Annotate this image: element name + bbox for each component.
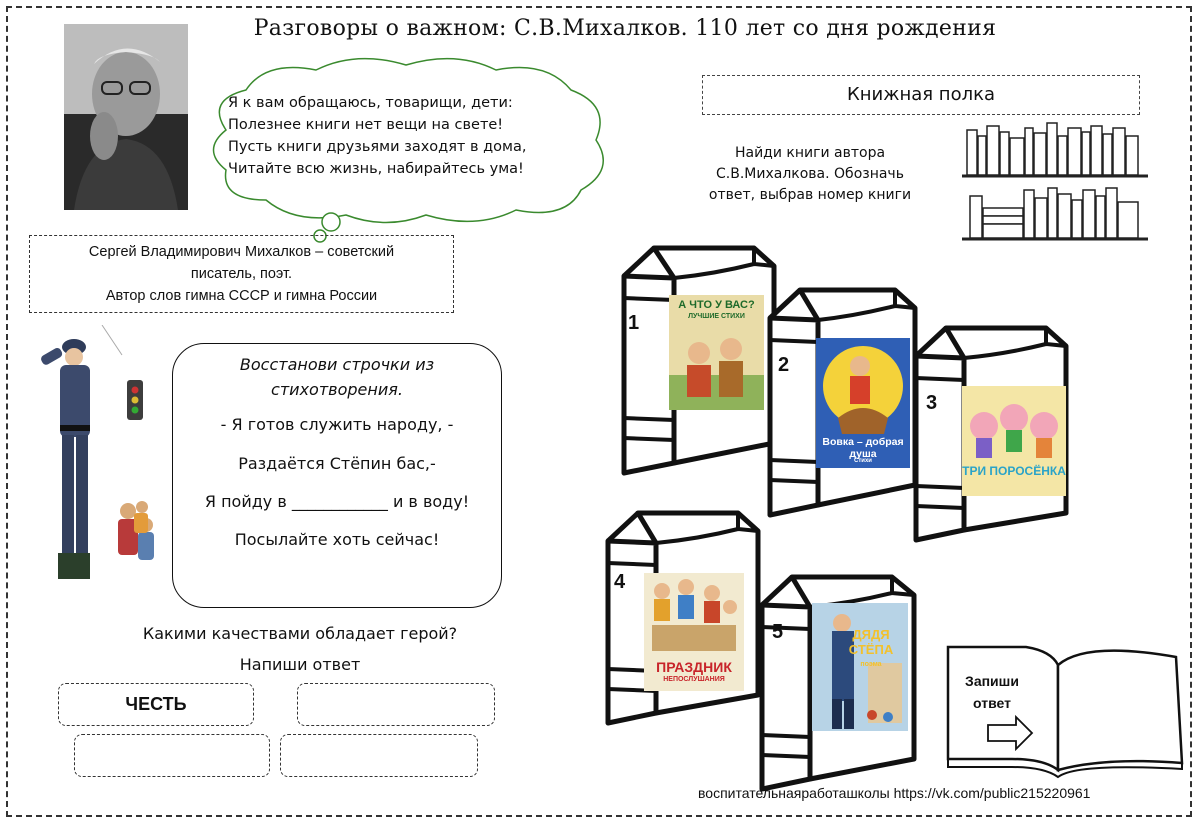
bio-line: писатель, поэт. (190, 266, 293, 282)
answer-box[interactable] (297, 683, 495, 726)
poem-line: Посылайте хоть сейчас! (234, 530, 440, 549)
task-line: С.В.Михалкова. Обозначь (716, 166, 904, 182)
bio-line: Автор слов гимна СССР и гимна России (105, 288, 378, 304)
cover-title: ДЯДЯ СТЁПА (848, 627, 894, 657)
answer-box[interactable] (74, 734, 270, 777)
cover-subtitle: Стихи (854, 458, 872, 464)
book-3[interactable]: 3 ТРИ ПОРОСЁНКА (906, 318, 1071, 548)
book-2[interactable]: 2 Вовка – добрая душа Стихи (760, 280, 920, 525)
book-number: 4 (614, 571, 626, 593)
book-1[interactable]: 1 А ЧТО У ВАС? ЛУЧШИЕ СТИХИ (614, 238, 779, 483)
page-border (6, 6, 1192, 817)
bookshelf-title: Книжная полка (702, 75, 1140, 115)
quote-line: Полезнее книги нет вещи на свете! (228, 117, 504, 133)
page-title: Разговоры о важном: С.В.Михалков. 110 ле… (253, 16, 997, 41)
qualities-question: Какими качествами обладает герой? (142, 624, 458, 643)
poem-exercise: Восстанови строчки из стихотворения. - Я… (172, 343, 502, 608)
cover-title: ТРИ ПОРОСЁНКА (962, 464, 1066, 478)
cover-illustration (652, 579, 737, 651)
book-cover: Вовка – добрая душа Стихи (816, 338, 910, 468)
label-line: Запиши (965, 673, 1019, 689)
cover-subtitle: НЕПОСЛУШАНИЯ (663, 676, 725, 683)
label-line: ответ (973, 695, 1011, 711)
quote-text: Я к вам обращаюсь, товарищи, дети: Полез… (228, 92, 588, 180)
cover-title: ПРАЗДНИК (656, 659, 732, 675)
bio-line: Сергей Владимирович Михалков – советский (88, 244, 395, 260)
author-bio: Сергей Владимирович Михалков – советский… (29, 235, 454, 313)
book-number: 1 (628, 312, 640, 334)
cover-illustration (970, 404, 1058, 458)
cover-subtitle: ЛУЧШИЕ СТИХИ (688, 313, 745, 320)
poem-line: - Я готов служить народу, - (220, 415, 454, 434)
poem-line: Раздаётся Стёпин бас,- (238, 454, 436, 473)
answer-box[interactable] (280, 734, 478, 777)
write-answer-label: Запиши ответ (962, 670, 1022, 714)
book-number: 3 (926, 392, 938, 414)
cover-illustration (832, 614, 902, 729)
poem-line-with-blank[interactable]: Я пойду в ____________ и в воду! (204, 492, 470, 511)
author-portrait (64, 24, 188, 210)
cover-illustration (823, 346, 903, 434)
cover-title: А ЧТО У ВАС? (678, 299, 755, 311)
bookshelf-icon (962, 122, 1148, 241)
book-cover: А ЧТО У ВАС? ЛУЧШИЕ СТИХИ (669, 295, 764, 410)
thought-cloud (212, 57, 604, 243)
uncle-styopa-illustration (41, 325, 154, 579)
answer-box[interactable]: ЧЕСТЬ (58, 683, 254, 726)
book-number: 2 (778, 354, 790, 376)
instruction-line: стихотворения. (271, 380, 403, 399)
book-number: 5 (772, 621, 784, 643)
book-cover: ДЯДЯ СТЁПА поэма (812, 603, 908, 731)
open-book-icon (946, 645, 1184, 779)
write-answer-instruction: Напиши ответ (239, 655, 361, 674)
book-4[interactable]: 4 ПРАЗДНИК НЕПОСЛУШАНИЯ (598, 503, 763, 733)
task-line: Найди книги автора (734, 145, 886, 161)
poem-instruction: Восстанови строчки из стихотворения. (173, 352, 501, 402)
task-line: ответ, выбрав номер книги (708, 187, 912, 203)
instruction-line: Восстанови строчки из (239, 355, 435, 374)
cover-illustration (669, 338, 764, 410)
book-cover: ТРИ ПОРОСЁНКА (962, 386, 1066, 496)
quote-line: Читайте всю жизнь, набирайтесь ума! (228, 161, 524, 177)
cover-subtitle: поэма (860, 661, 882, 668)
cover-title: Вовка – добрая душа (822, 436, 904, 460)
book-cover: ПРАЗДНИК НЕПОСЛУШАНИЯ (644, 573, 744, 691)
quote-line: Пусть книги друзьями заходят в дома, (228, 139, 527, 155)
book-5[interactable]: 5 ДЯДЯ СТЁПА поэма (752, 567, 920, 797)
quote-line: Я к вам обращаюсь, товарищи, дети: (228, 95, 513, 111)
footer-credit: воспитательнаяработашколы https://vk.com… (698, 785, 1091, 801)
bookshelf-task: Найди книги автора С.В.Михалкова. Обозна… (690, 143, 930, 206)
